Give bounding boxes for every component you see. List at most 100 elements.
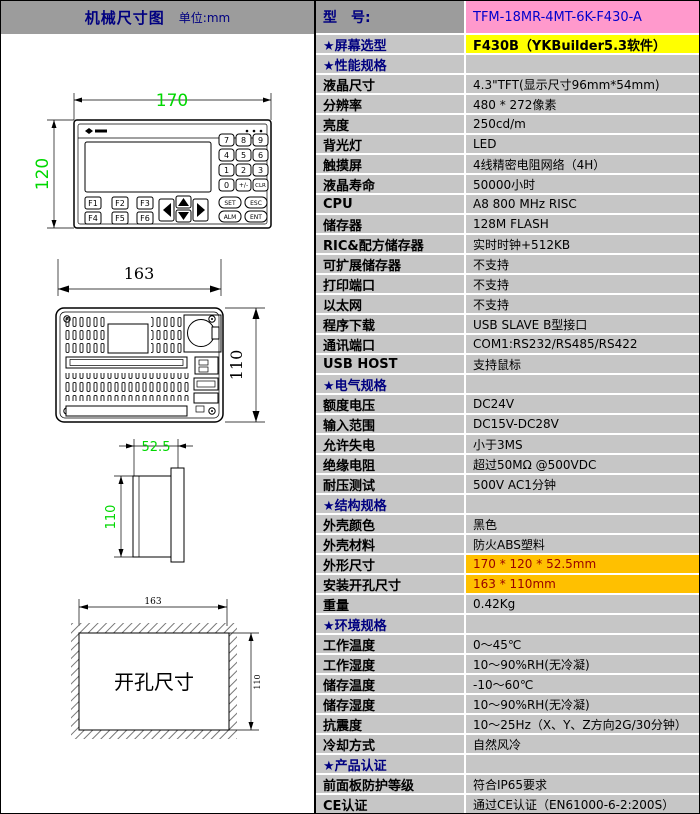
spec-label-cell: 外壳颜色	[316, 515, 466, 533]
drawing-title: 机械尺寸图	[84, 9, 165, 27]
spec-value-cell: USB SLAVE B型接口	[473, 317, 588, 332]
up-arrow-icon	[178, 198, 189, 206]
spec-value-cell: 0.42Kg	[473, 597, 516, 611]
spec-value-cell: 符合IP65要求	[473, 777, 548, 792]
spec-value-cell: 250cd/m	[473, 117, 526, 131]
cutout-opening	[78, 632, 230, 731]
spec-row: 前面板防护等级符合IP65要求	[316, 775, 699, 795]
spec-row: 外壳材料防火ABS塑料	[316, 535, 699, 555]
spec-label-cell: 可扩展储存器	[316, 255, 466, 273]
spec-label-cell: 背光灯	[316, 135, 466, 153]
svg-text:F2: F2	[115, 199, 125, 208]
spec-label-cell: 前面板防护等级	[316, 775, 466, 793]
side-depth-dim: 52.5	[142, 440, 171, 455]
spec-row: 亮度 250cd/m	[316, 115, 699, 135]
spec-row: 允许失电小于3MS	[316, 435, 699, 455]
svg-text:CLR: CLR	[255, 183, 266, 189]
spec-label-cell: 型 号:	[316, 1, 466, 33]
svg-text:4: 4	[224, 151, 229, 160]
spec-row: RIC&配方储存器实时时钟+512KB	[316, 235, 699, 255]
spec-row: 工作温度 0～45℃	[316, 635, 699, 655]
section-header-row: ★环境规格	[316, 615, 699, 635]
spec-value-cell	[466, 495, 699, 513]
left-arrow-icon	[163, 203, 171, 217]
front-height-dim: 120	[33, 158, 53, 190]
spec-label-cell: 额度电压	[316, 395, 466, 413]
spec-label-cell: USB HOST	[316, 355, 466, 373]
right-arrow-icon	[197, 203, 205, 217]
spec-label-cell: 液晶寿命	[316, 175, 466, 193]
spec-value-cell: COM1:RS232/RS485/RS422	[473, 337, 638, 351]
spec-label-cell: 储存湿度	[316, 695, 466, 713]
svg-text:F5: F5	[115, 214, 125, 223]
spec-label-cell: ★产品认证	[316, 755, 466, 773]
spec-label-cell: 通讯端口	[316, 335, 466, 353]
spec-value-cell: 0～45℃	[473, 637, 522, 652]
svg-text:SET: SET	[224, 200, 236, 207]
spec-label-cell: 耐压测试	[316, 475, 466, 493]
spec-value-cell: 170 * 120 * 52.5mm	[466, 555, 699, 573]
svg-text:5: 5	[241, 151, 246, 160]
spec-row: 背光灯 LED	[316, 135, 699, 155]
svg-text:F3: F3	[140, 199, 150, 208]
spec-value-cell	[466, 615, 699, 633]
spec-label-cell: 以太网	[316, 295, 466, 313]
section-header-row: ★电气规格	[316, 375, 699, 395]
drawing-unit-label: 单位:mm	[178, 11, 231, 25]
spec-label-cell: 外壳材料	[316, 535, 466, 553]
spec-label-cell: RIC&配方储存器	[316, 235, 466, 253]
arrow-keys	[158, 195, 209, 223]
section-header-row: ★性能规格	[316, 55, 699, 75]
svg-text:1: 1	[224, 166, 229, 175]
spec-row: 冷却方式自然风冷	[316, 735, 699, 755]
spec-value-cell: F430B（YKBuilder5.3软件）	[466, 35, 699, 53]
spec-label-cell: 储存温度	[316, 675, 466, 693]
spec-value-cell: DC15V-DC28V	[473, 417, 559, 431]
spec-row: 储存温度 -10～60℃	[316, 675, 699, 695]
svg-text:8: 8	[241, 136, 246, 145]
spec-value-cell: LED	[473, 137, 497, 151]
cutout-view-drawing: 163 开孔尺寸 110	[71, 597, 262, 739]
spec-value-cell: TFM-18MR-4MT-6K-F430-A	[466, 1, 699, 33]
svg-text:3: 3	[258, 166, 263, 175]
front-width-dim: 170	[156, 91, 188, 111]
spec-label-cell: 触摸屏	[316, 155, 466, 173]
svg-text:ENT: ENT	[250, 214, 262, 221]
side-height-dim: 110	[104, 505, 119, 530]
spec-value-cell: 小于3MS	[473, 437, 523, 452]
spec-label-cell: CPU	[316, 195, 466, 213]
spec-value-cell: 支持鼠标	[473, 357, 522, 372]
numpad-keys: 7 8 9 4 5 6 1 2 3 0 +/- CLR	[218, 133, 269, 192]
svg-text:0: 0	[224, 181, 229, 190]
spec-value-cell: 自然风冷	[473, 737, 522, 752]
control-keys: SET ESC ALM ENT	[218, 196, 268, 223]
spec-label-cell: 亮度	[316, 115, 466, 133]
spec-label-cell: 允许失电	[316, 435, 466, 453]
cutout-label: 开孔尺寸	[114, 670, 194, 694]
spec-value-cell: 不支持	[473, 257, 510, 272]
spec-value-cell: 黑色	[473, 517, 498, 532]
spec-row: 绝缘电阻超过50MΩ @500VDC	[316, 455, 699, 475]
drawing-panel-header: 机械尺寸图 单位:mm	[1, 1, 314, 34]
svg-text:ALM: ALM	[224, 214, 237, 221]
spec-value-cell: 通过CE认证（EN61000-6-2:200S）	[473, 797, 675, 812]
svg-text:ESC: ESC	[250, 200, 262, 207]
spec-row: CE认证通过CE认证（EN61000-6-2:200S）	[316, 795, 699, 813]
down-arrow-icon	[178, 212, 189, 220]
spec-value-cell: -10～60℃	[473, 677, 534, 692]
spec-value-cell: 不支持	[473, 277, 510, 292]
function-keys: F1 F2 F3 F4 F5 F6	[84, 196, 154, 225]
spec-label-cell: 工作温度	[316, 635, 466, 653]
